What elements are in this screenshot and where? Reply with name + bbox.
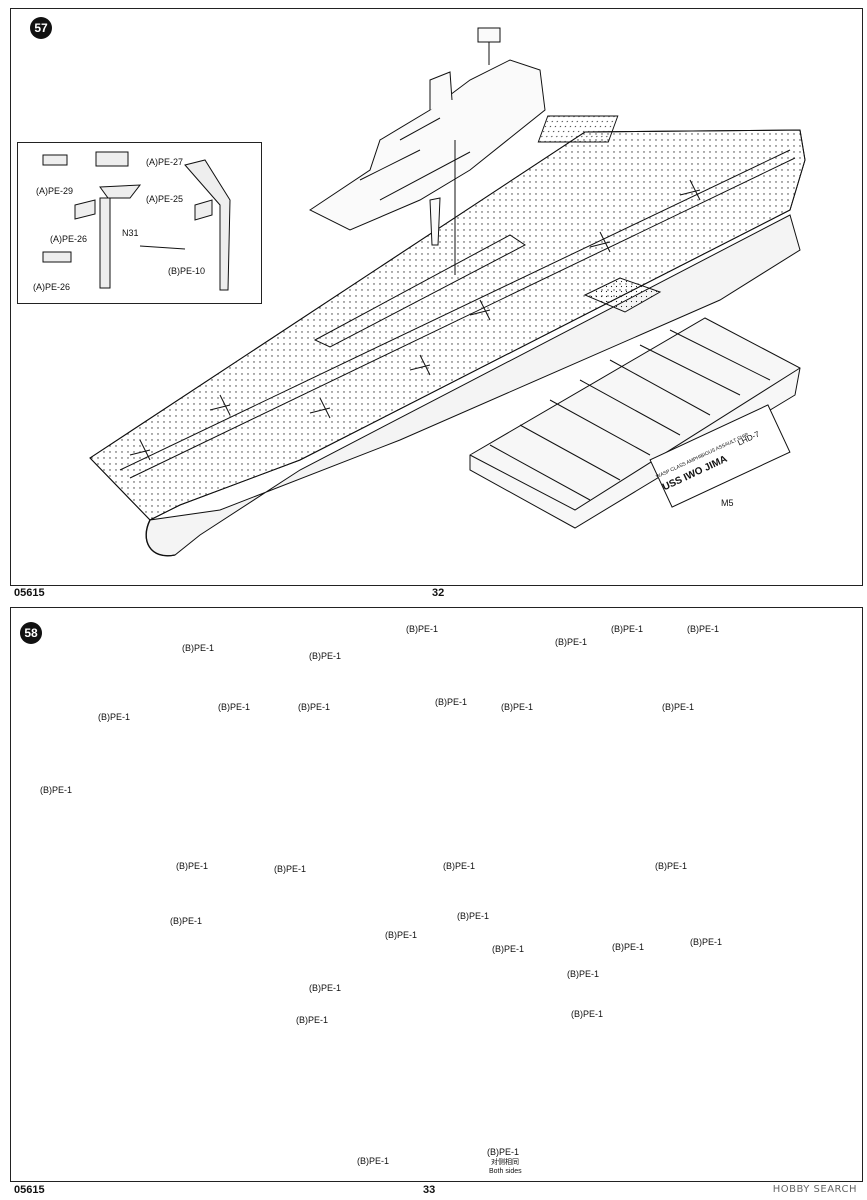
label-pe1: (B)PE-1: [567, 969, 600, 979]
label-pe1: (B)PE-1: [309, 651, 342, 661]
page-32-code: 05615: [14, 587, 45, 599]
label-pe1: (B)PE-1: [170, 916, 203, 926]
label-pe1: (B)PE-1: [687, 624, 720, 634]
label-pe1: (B)PE-1: [309, 983, 342, 993]
label-pe1: (B)PE-1: [443, 861, 476, 871]
page-32-number: 32: [432, 587, 445, 599]
page-33-code: 05615: [14, 1184, 45, 1196]
label-a-pe-26-lower: (A)PE-26: [33, 282, 71, 292]
label-pe1: (B)PE-1: [655, 861, 688, 871]
label-a-pe-29: (A)PE-29: [36, 186, 74, 196]
label-pe1: (B)PE-1: [492, 944, 525, 954]
label-pe1: (B)PE-1: [555, 637, 588, 647]
label-pe1: (B)PE-1: [357, 1156, 390, 1166]
label-pe1: (B)PE-1: [274, 864, 307, 874]
hobby-search-watermark: HOBBY SEARCH: [772, 1184, 857, 1195]
label-pe1: (B)PE-1: [435, 697, 468, 707]
label-a-pe-27: (A)PE-27: [146, 157, 184, 167]
inset-part-sketches: [42, 151, 231, 291]
label-b-pe-10: (B)PE-10: [168, 266, 206, 276]
label-pe1: (B)PE-1: [40, 785, 73, 795]
note-both-sides-cn: 对侧相同: [491, 1159, 519, 1166]
label-pe1: (B)PE-1: [612, 942, 645, 952]
label-a-pe-26-upper: (A)PE-26: [50, 234, 88, 244]
island-superstructure: [309, 27, 546, 275]
label-pe1: (B)PE-1: [662, 702, 695, 712]
label-pe1: (B)PE-1: [296, 1015, 329, 1025]
label-pe1: (B)PE-1: [406, 624, 439, 634]
label-pe1: (B)PE-1: [457, 911, 490, 921]
label-pe1: (B)PE-1: [611, 624, 644, 634]
label-pe1: (B)PE-1: [298, 702, 331, 712]
note-both-sides-en: Both sides: [489, 1168, 522, 1175]
label-m5: M5: [721, 498, 734, 508]
label-pe1: (B)PE-1: [218, 702, 251, 712]
page-33-number: 33: [423, 1184, 436, 1196]
label-pe1: (B)PE-1: [690, 937, 723, 947]
display-stand-m5: [469, 317, 801, 529]
label-pe1: (B)PE-1: [571, 1009, 604, 1019]
label-a-pe-25: (A)PE-25: [146, 194, 184, 204]
step-58-badge: 58: [20, 622, 42, 644]
label-pe1: (B)PE-1: [98, 712, 131, 722]
carrier-deck-perspective: [89, 115, 806, 557]
label-pe1: (B)PE-1: [385, 930, 418, 940]
label-pe1: (B)PE-1: [182, 643, 215, 653]
label-pe1: (B)PE-1: [501, 702, 534, 712]
step-57-badge: 57: [30, 17, 52, 39]
label-pe1: (B)PE-1: [487, 1147, 520, 1157]
step-58-panel: [10, 607, 863, 1182]
label-pe1: (B)PE-1: [176, 861, 209, 871]
label-n31: N31: [122, 228, 139, 238]
